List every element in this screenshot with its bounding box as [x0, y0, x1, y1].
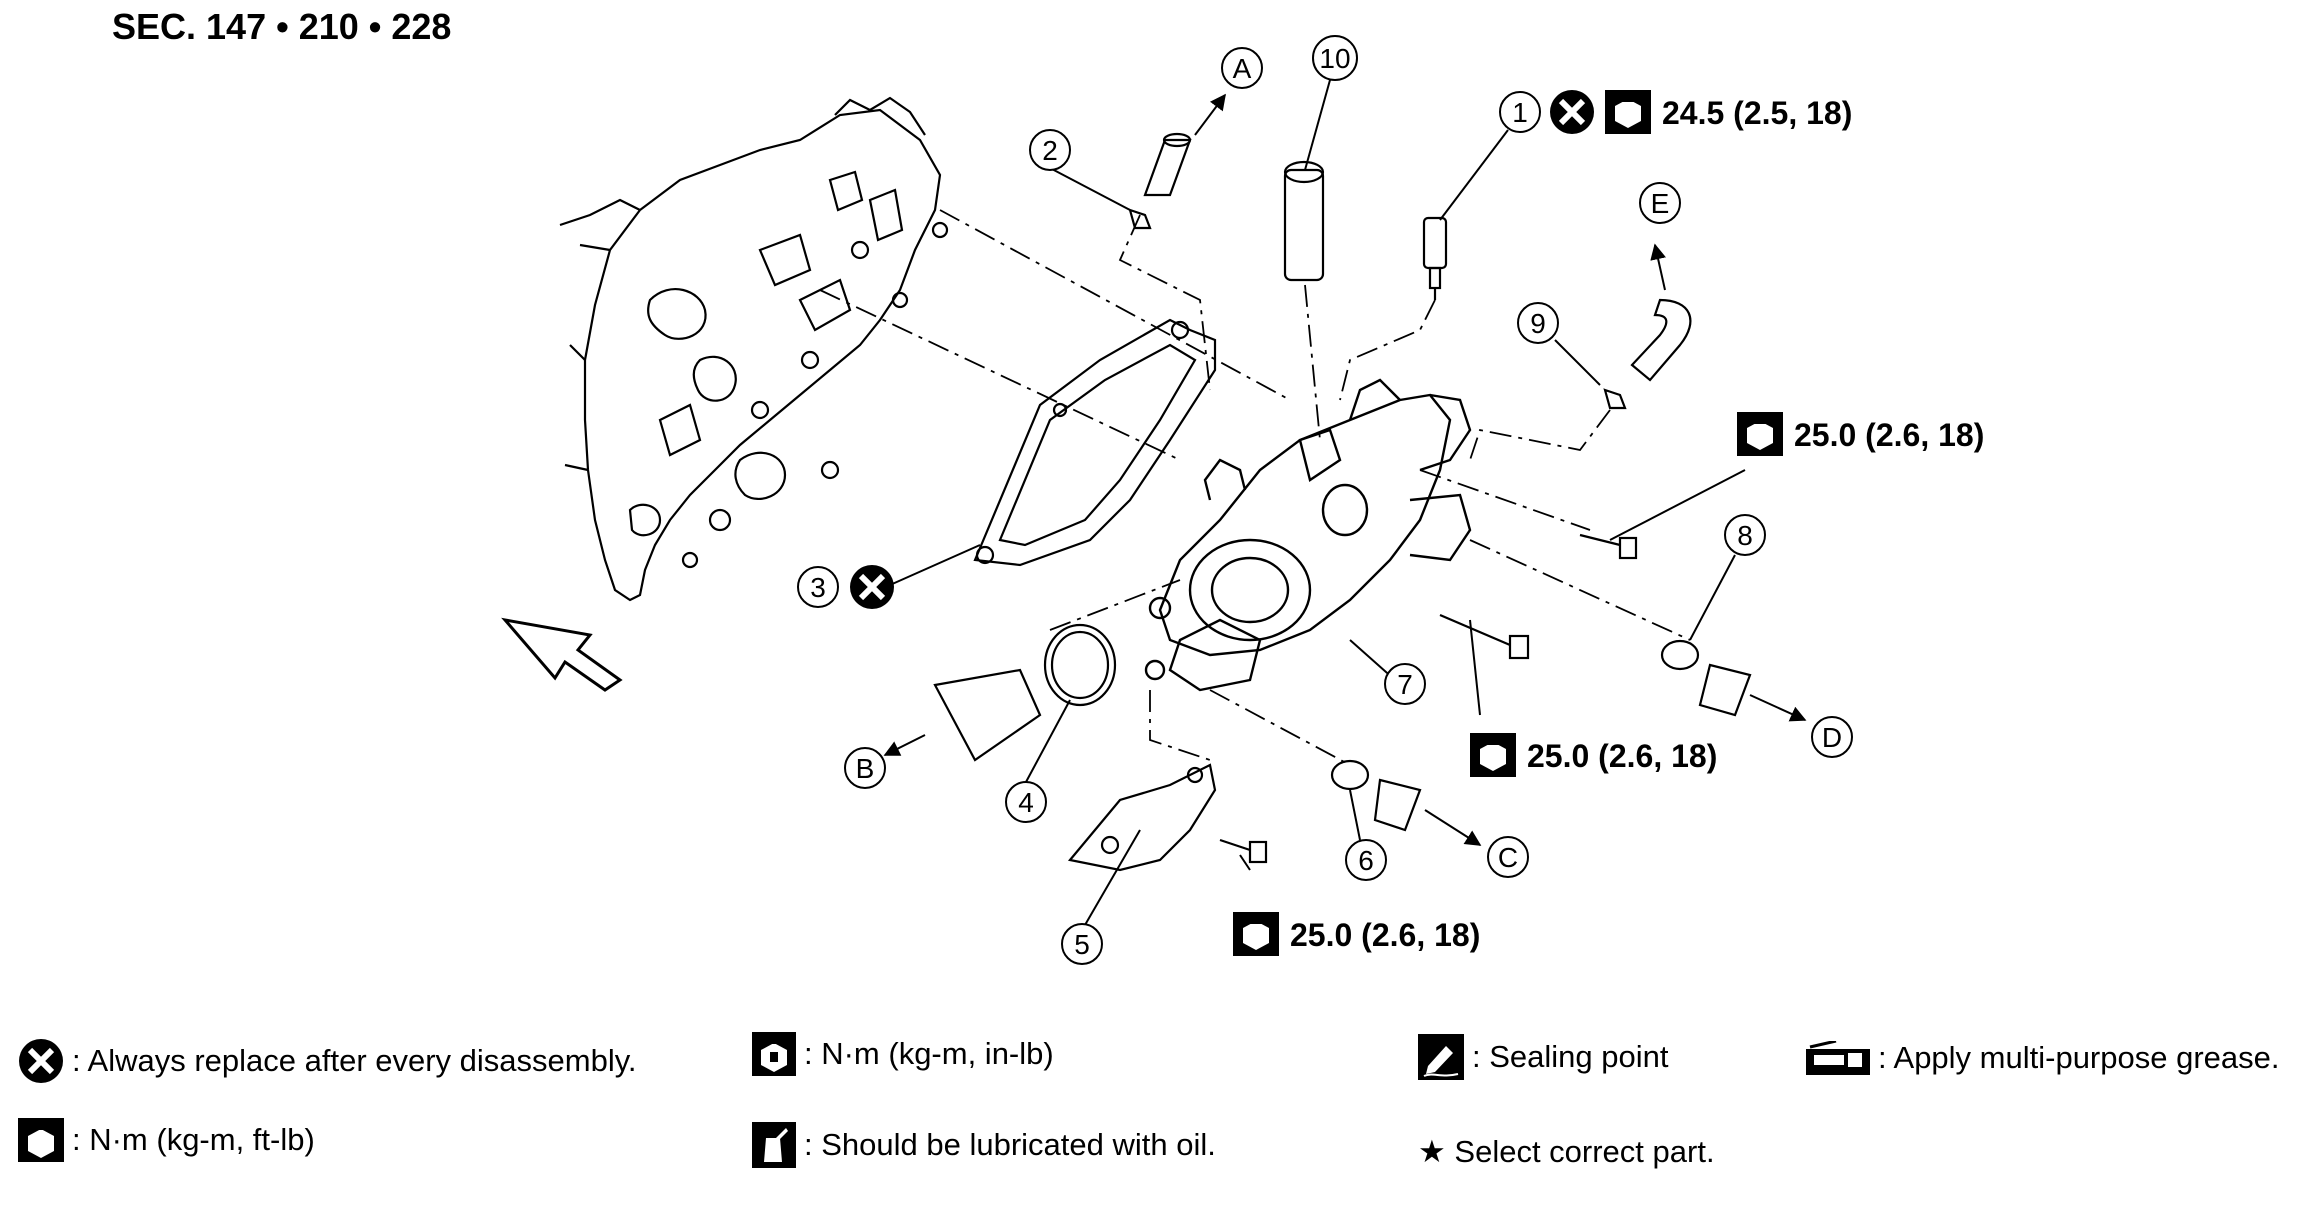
- svg-text:2: 2: [1042, 135, 1058, 166]
- torque-wrench-icon: [1737, 412, 1783, 456]
- hose-e: [1630, 298, 1692, 382]
- svg-text:5: 5: [1074, 929, 1090, 960]
- torque-wrench-icon: [752, 1032, 796, 1076]
- legend-select-text: ★ Select correct part.: [1418, 1134, 1715, 1169]
- connection-letter-b: B: [844, 747, 886, 789]
- connection-letter-d: D: [1811, 716, 1853, 758]
- svg-text:B: B: [856, 753, 875, 784]
- part-number-3: 3: [797, 566, 839, 608]
- part-number-8: 8: [1724, 514, 1766, 556]
- connection-letter-c: C: [1487, 836, 1529, 878]
- svg-text:E: E: [1651, 188, 1670, 219]
- guide-lines: [819, 209, 1691, 766]
- grease-gun-icon: [1806, 1041, 1870, 1075]
- leader-lines: [889, 79, 1746, 926]
- legend-nm-inlb-text: : N·m (kg-m, in-lb): [804, 1036, 1054, 1071]
- front-arrow-icon: [501, 617, 623, 692]
- connection-arrows: [883, 93, 1807, 846]
- connection-letter-e: E: [1639, 182, 1681, 224]
- legend-select: ★ Select correct part.: [1418, 1134, 1715, 1170]
- clamps: [1043, 208, 1700, 791]
- part-numbers: 1 2 3 4 5 6 7 8 9 10: [797, 35, 1766, 965]
- torque-wrench-icon: [1470, 733, 1516, 777]
- legend-grease-text: : Apply multi-purpose grease.: [1878, 1040, 2280, 1075]
- x-circle-icon: [850, 565, 894, 609]
- svg-text:1: 1: [1512, 97, 1528, 128]
- torque-wrench-icon: [1605, 90, 1651, 134]
- hose-a: [1143, 132, 1192, 197]
- heater-pipe: [1283, 160, 1325, 282]
- svg-text:25.0 (2.6, 18): 25.0 (2.6, 18): [1527, 738, 1717, 774]
- torque-callout-3: 25.0 (2.6, 18): [1470, 733, 1717, 777]
- torque-wrench-icon: [18, 1118, 64, 1162]
- legend-nm-ftlb-text: : N·m (kg-m, ft-lb): [72, 1122, 315, 1157]
- engine-block: [559, 96, 949, 602]
- part-number-9: 9: [1517, 302, 1559, 344]
- x-circle-icon: [19, 1039, 63, 1083]
- x-circle-icon: [1550, 90, 1594, 134]
- part-number-1: 1: [1499, 91, 1541, 133]
- torque-callout-1: 24.5 (2.5, 18): [1605, 90, 1852, 134]
- water-outlet-housing: [1144, 378, 1472, 692]
- svg-text:3: 3: [810, 572, 826, 603]
- torque-callout-2: 25.0 (2.6, 18): [1737, 412, 1984, 456]
- svg-text:C: C: [1498, 842, 1518, 873]
- bracket: [1067, 763, 1217, 872]
- exploded-view-diagram: 1 2 3 4 5 6 7 8 9 10 A B C D E 24.5 (2.5…: [501, 35, 1984, 965]
- svg-text:4: 4: [1018, 787, 1034, 818]
- part-number-6: 6: [1345, 839, 1387, 881]
- section-title: SEC. 147 • 210 • 228: [112, 6, 452, 47]
- legend-replace: : Always replace after every disassembly…: [18, 1038, 637, 1084]
- svg-text:25.0 (2.6, 18): 25.0 (2.6, 18): [1290, 917, 1480, 953]
- svg-text:7: 7: [1397, 669, 1413, 700]
- legend-nm-inlb: : N·m (kg-m, in-lb): [752, 1032, 1054, 1076]
- svg-text:A: A: [1233, 53, 1252, 84]
- part-number-10: 10: [1312, 35, 1358, 81]
- gasket: [973, 318, 1217, 567]
- oil-can-icon: [752, 1122, 796, 1168]
- water-temperature-sensor: [1422, 216, 1448, 300]
- svg-text:25.0 (2.6, 18): 25.0 (2.6, 18): [1794, 417, 1984, 453]
- part-number-2: 2: [1029, 129, 1071, 171]
- part-number-4: 4: [1005, 781, 1047, 823]
- legend-sealing: : Sealing point: [1418, 1034, 1668, 1080]
- connection-letters: A B C D E: [844, 47, 1853, 878]
- svg-text:9: 9: [1530, 308, 1546, 339]
- svg-text:D: D: [1822, 722, 1842, 753]
- part-number-5: 5: [1061, 923, 1103, 965]
- legend-replace-text: : Always replace after every disassembly…: [72, 1043, 637, 1078]
- legend-sealing-text: : Sealing point: [1472, 1039, 1669, 1074]
- bolts: [1219, 533, 1638, 864]
- torque-wrench-icon: [1233, 912, 1279, 956]
- hoses: [933, 663, 1752, 832]
- part-number-7: 7: [1384, 663, 1426, 705]
- legend-grease: : Apply multi-purpose grease.: [1806, 1040, 2280, 1076]
- legend-oil-text: : Should be lubricated with oil.: [804, 1127, 1216, 1162]
- legend-oil: : Should be lubricated with oil.: [752, 1122, 1216, 1168]
- legend-nm-ftlb: : N·m (kg-m, ft-lb): [18, 1118, 315, 1162]
- svg-text:10: 10: [1319, 43, 1350, 74]
- connection-letter-a: A: [1221, 47, 1263, 89]
- svg-text:8: 8: [1737, 520, 1753, 551]
- svg-text:6: 6: [1358, 845, 1374, 876]
- svg-text:24.5 (2.5, 18): 24.5 (2.5, 18): [1662, 95, 1852, 131]
- torque-callout-4: 25.0 (2.6, 18): [1233, 912, 1480, 956]
- sealing-point-icon: [1418, 1034, 1464, 1080]
